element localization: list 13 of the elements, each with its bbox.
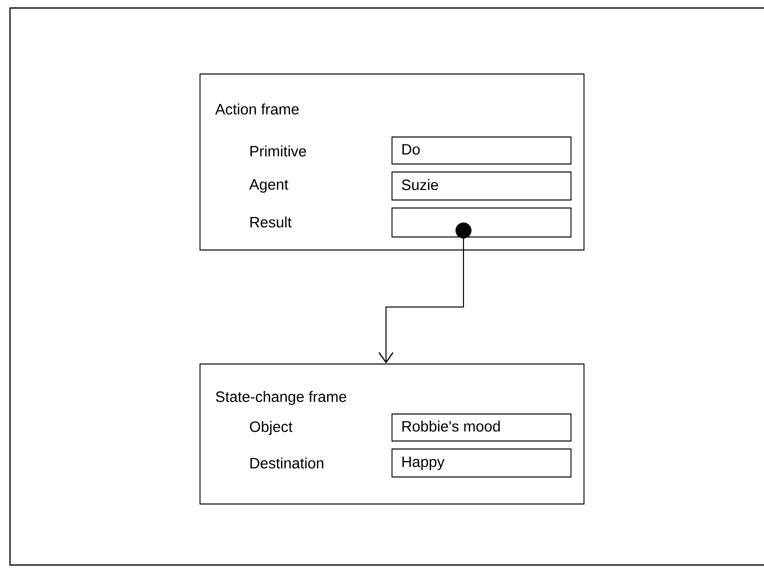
slot-label: Object bbox=[250, 421, 292, 435]
slot-value-box: Suzie bbox=[392, 172, 572, 200]
slot-value-box bbox=[392, 208, 572, 238]
slot-label: Destination bbox=[250, 457, 324, 468]
slot-label: Result bbox=[250, 216, 292, 228]
frame-title: State-change frame bbox=[216, 391, 346, 405]
slot-value-box: Happy bbox=[392, 448, 572, 478]
slot-value-box: Robbie's mood bbox=[392, 414, 572, 442]
slot-label: Primitive bbox=[250, 146, 306, 156]
frame-title: Action frame bbox=[215, 104, 299, 114]
arrow bbox=[378, 222, 472, 364]
slot-value-box: Do bbox=[392, 136, 572, 164]
slot-label: Agent bbox=[249, 179, 288, 193]
